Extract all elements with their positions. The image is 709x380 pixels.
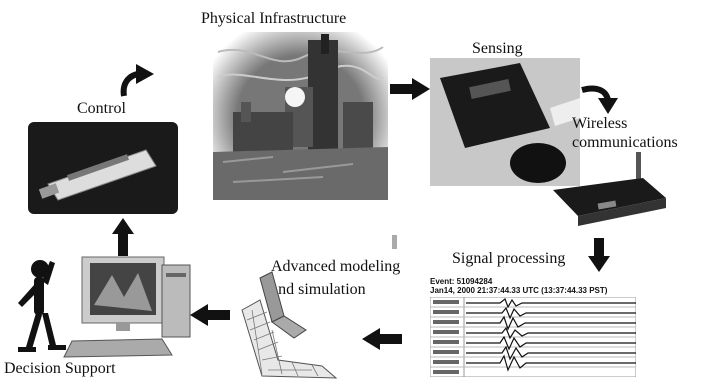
seismogram-event: Event: 51094284: [430, 277, 493, 286]
label-decision-support: Decision Support: [4, 360, 116, 377]
control-device-image: [28, 122, 178, 214]
sensor-device-image: [430, 58, 580, 186]
arrow-left-icon: [362, 328, 402, 350]
physical-infrastructure-image: [213, 32, 388, 200]
decision-support-image: [18, 256, 191, 358]
label-sensing: Sensing: [472, 40, 523, 57]
curved-arrow-icon: [120, 64, 154, 97]
arrow-up-icon: [112, 218, 134, 256]
label-control: Control: [77, 100, 126, 117]
label-wireless-line2: communications: [572, 134, 678, 151]
label-signal-processing: Signal processing: [452, 250, 566, 267]
label-modeling-line2: and simulation: [271, 281, 366, 298]
small-gray-mark: [392, 235, 397, 249]
label-physical-infrastructure: Physical Infrastructure: [201, 10, 347, 27]
curved-arrow-icon: [581, 85, 618, 114]
seismogram-panel: Event: 51094284 Jan14, 2000 21:37:44.33 …: [430, 277, 636, 377]
label-modeling-line1: Advanced modeling: [271, 258, 401, 275]
seismogram-time: Jan14, 2000 21:37:44.33 UTC (13:37:44.33…: [430, 286, 608, 295]
arrow-left-icon: [190, 304, 230, 326]
wireless-router-image: [553, 152, 666, 226]
arrow-down-icon: [588, 238, 610, 272]
label-wireless-line1: Wireless: [572, 115, 628, 132]
seismogram-traces: [430, 297, 636, 377]
arrow-right-icon: [390, 78, 430, 100]
fea-model-image: [241, 271, 338, 379]
